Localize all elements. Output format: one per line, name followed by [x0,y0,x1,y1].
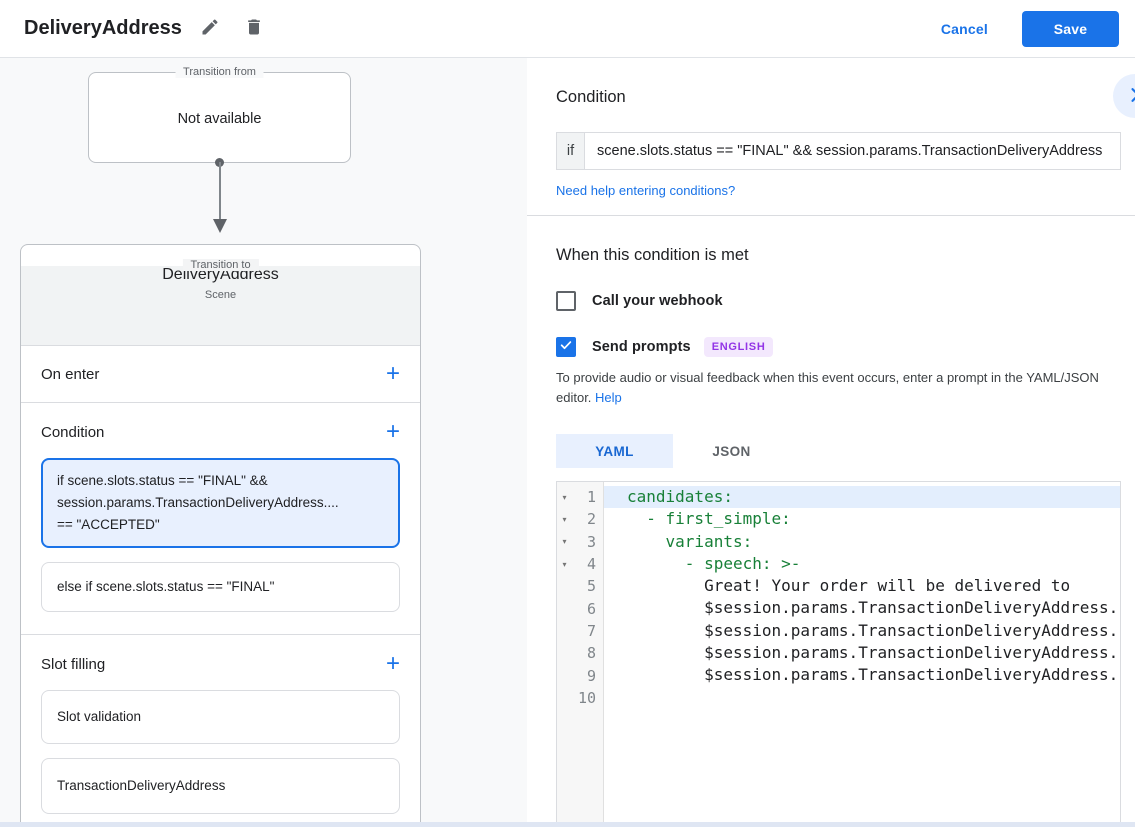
line-number: 2 [586,510,596,529]
line-number: 3 [586,532,596,551]
code-line[interactable]: - speech: >- [627,553,801,573]
prompt-description: To provide audio or visual feedback when… [556,370,1099,405]
add-slot-button[interactable]: + [385,650,400,677]
condition-help-link[interactable]: Need help entering conditions? [556,183,736,198]
pencil-icon [200,17,220,40]
main-content: Transition from Not available Transition… [0,58,1135,827]
slot-card[interactable]: TransactionDeliveryAddress [41,758,400,814]
editor-gutter: ▾ 1 ▾ 2 ▾ 3 ▾ 4 5 6 7 8 9 10 [557,482,604,827]
condition-section-label: Condition [41,423,105,441]
line-number: 1 [586,488,596,507]
yaml-code-editor: ▾ 1 ▾ 2 ▾ 3 ▾ 4 5 6 7 8 9 10 candidates: - first_simp… [556,481,1121,827]
code-line[interactable]: - first_simple: [627,509,791,529]
transition-from-value: Not available [177,111,262,127]
webhook-label: Call your webhook [592,293,723,309]
code-line[interactable]: $session.params.TransactionDeliveryAddre… [627,620,1119,640]
connector-arrowhead-icon [212,219,227,233]
webhook-checkbox[interactable] [556,291,576,311]
line-number: 10 [577,688,596,707]
send-prompts-checkbox-row[interactable]: Send prompts ENGLISH [556,337,1121,357]
webhook-checkbox-row[interactable]: Call your webhook [556,291,1121,311]
condition-card[interactable]: else if scene.slots.status == "FINAL" [41,562,400,612]
code-line[interactable] [604,687,1120,709]
fold-toggle-icon[interactable]: ▾ [562,492,567,502]
line-number: 4 [586,555,596,574]
slot-filling-section: Slot filling + Slot validation Transacti… [21,635,420,827]
code-line[interactable]: candidates: [604,486,1120,509]
send-prompts-label: Send prompts [592,339,691,355]
editor-code[interactable]: candidates: - first_simple: variants: - … [604,482,1120,827]
tab-yaml[interactable]: YAML [556,434,673,468]
add-condition-button[interactable]: + [385,418,400,445]
fold-toggle-icon[interactable]: ▾ [562,537,567,547]
add-on-enter-button[interactable]: + [385,360,400,387]
transition-from-box: Transition from Not available [88,66,351,163]
condition-detail-panel: Condition if Need help entering conditio… [527,58,1135,827]
condition-input-row: if [556,132,1121,170]
code-line[interactable]: $session.params.TransactionDeliveryAddre… [627,665,1119,685]
page-title: DeliveryAddress [24,17,182,39]
scene-type-label: Scene [204,289,237,301]
tab-json[interactable]: JSON [712,443,751,459]
editor-tab-bar: YAML JSON [556,434,1121,468]
page-bottom-scrollbar[interactable] [0,822,1135,827]
cancel-button[interactable]: Cancel [940,20,988,37]
save-button[interactable]: Save [1022,10,1119,47]
scene-graph-panel: Transition from Not available Transition… [0,58,527,827]
help-link[interactable]: Help [595,390,622,405]
panel-divider [527,215,1135,216]
transition-to-legend: Transition to [182,259,259,271]
code-line[interactable]: Great! Your order will be delivered to [627,576,1071,596]
scene-card: Transition to DeliveryAddress Scene On e… [20,244,421,827]
language-badge: ENGLISH [703,337,774,357]
condition-card-selected[interactable]: if scene.slots.status == "FINAL" && sess… [41,458,400,548]
code-line[interactable]: $session.params.TransactionDeliveryAddre… [627,643,1119,663]
on-enter-section: On enter + [21,346,420,403]
condition-panel-heading: Condition [556,88,626,106]
condition-expression-input[interactable] [585,133,1120,169]
transition-from-legend: Transition from [175,66,264,78]
condition-section: Condition + if scene.slots.status == "FI… [21,403,420,635]
app-header: DeliveryAddress Cancel Save [0,0,1135,58]
checkmark-icon [559,338,573,357]
fold-toggle-icon[interactable]: ▾ [562,559,567,569]
if-prefix-label: if [557,133,585,169]
line-number: 9 [586,666,596,685]
collapse-panel-button[interactable] [1113,74,1135,118]
trash-icon [244,17,264,40]
scene-card-header: Transition to DeliveryAddress Scene [21,259,420,346]
line-number: 6 [586,599,596,618]
when-condition-heading: When this condition is met [556,246,749,264]
code-line[interactable]: $session.params.TransactionDeliveryAddre… [627,598,1119,618]
code-line[interactable]: variants: [627,531,753,551]
line-number: 8 [586,644,596,663]
line-number: 7 [586,621,596,640]
slot-filling-label: Slot filling [41,655,106,673]
line-number: 5 [586,577,596,596]
fold-toggle-icon[interactable]: ▾ [562,514,567,524]
chevron-right-icon [1125,85,1135,108]
delete-button[interactable] [238,11,270,46]
send-prompts-checkbox[interactable] [556,337,576,357]
slot-validation-card[interactable]: Slot validation [41,690,400,744]
on-enter-label: On enter [41,365,100,383]
connector-line [218,162,221,220]
edit-button[interactable] [194,11,226,46]
